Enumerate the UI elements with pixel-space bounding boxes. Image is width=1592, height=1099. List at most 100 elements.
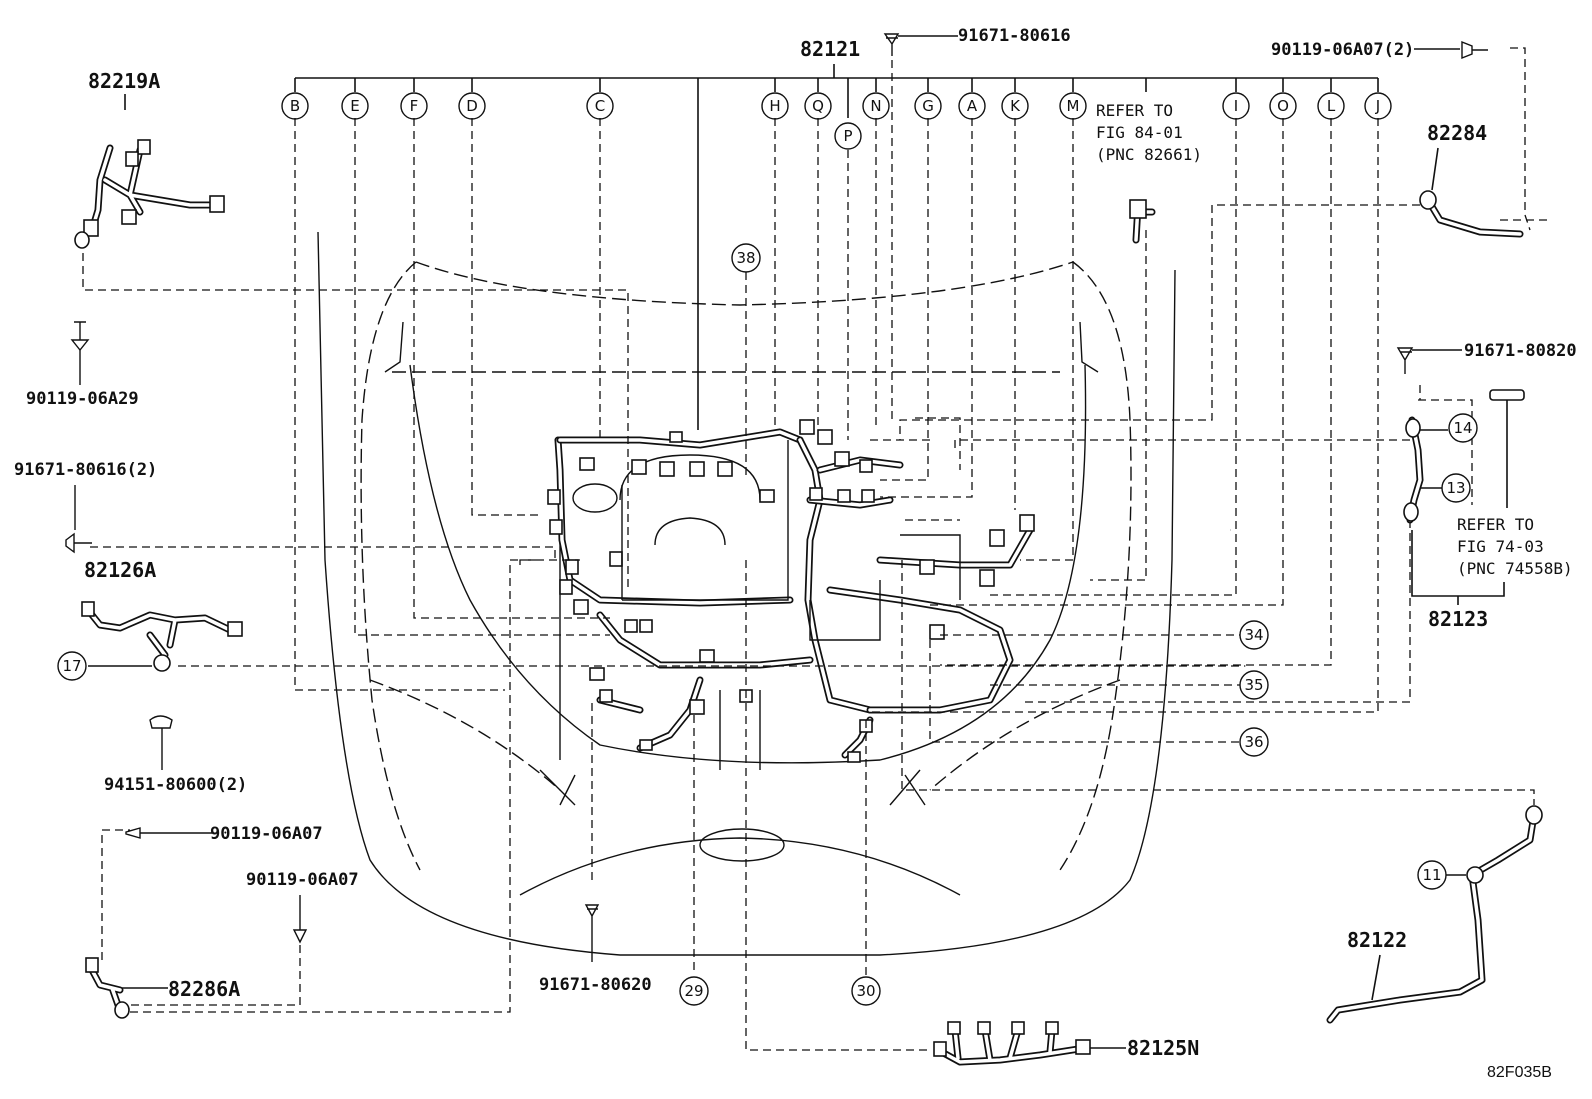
fastener-94151-80600-2: 94151-80600(2) [104,775,247,795]
callout-n: N [862,92,890,120]
harness-82219a: 82219A [74,69,225,249]
callout-f: F [400,92,428,120]
clip-94151-80600: 94151-80600(2) [104,715,247,795]
svg-text:H: H [769,97,780,115]
bolt-91671-80616: 91671-80616 [883,26,1071,420]
svg-text:M: M [1067,97,1080,115]
callout-h: H [761,92,789,120]
callout-g: G [914,92,942,120]
callout-d: D [458,92,486,120]
part-number-82286a: 82286A [168,977,240,1001]
svg-text:34: 34 [1244,626,1263,644]
harness-82286a: 90119-06A07 90119-06A07 82286A [85,824,359,1019]
leader-lines [82,47,1548,1051]
callout-30: 30 [851,976,881,1006]
part-number-82123: 82123 [1428,607,1488,631]
diagram-code: 82F035B [1487,1064,1552,1081]
svg-text:14: 14 [1453,419,1472,437]
svg-text:C: C [595,97,605,115]
svg-text:38: 38 [736,249,755,267]
part-number-82122: 82122 [1347,928,1407,952]
main-harness-82121 [547,419,1035,770]
svg-text:29: 29 [684,982,703,1000]
callout-l: L [1317,92,1345,120]
svg-text:O: O [1277,97,1289,115]
part-number-82284: 82284 [1427,121,1487,145]
harness-82122: 82122 [1326,805,1543,1024]
svg-text:30: 30 [856,982,875,1000]
svg-text:J: J [1375,97,1380,115]
part-number-82126a: 82126A [84,558,156,582]
callout-o: O [1269,92,1297,120]
ref-top-line-1: REFER TO [1096,101,1173,120]
callout-i: I [1222,92,1250,120]
svg-text:K: K [1010,97,1021,115]
ref-right-line-1: REFER TO [1457,515,1534,534]
fastener-91671-80616-2: 91671-80616(2) [14,460,157,480]
svg-text:A: A [967,97,978,115]
callout-a: A [958,92,986,120]
svg-text:36: 36 [1244,733,1263,751]
harness-82125n: 82125N [933,1021,1199,1066]
callout-14: 14 [1448,413,1478,443]
ref-right-line-2: FIG 74-03 [1457,537,1544,556]
callout-34: 34 [1239,620,1269,650]
callout-b: B [281,92,309,120]
harness-82126a: 82126A [81,558,243,672]
part-number-82219a: 82219A [88,69,160,93]
fastener-91671-80616: 91671-80616 [958,26,1071,46]
svg-text:I: I [1234,97,1238,115]
callout-11: 11 [1417,860,1447,890]
callout-c: C [586,92,614,120]
svg-text:17: 17 [62,657,81,675]
svg-text:N: N [870,97,881,115]
callout-29: 29 [679,976,709,1006]
number-callouts: 38 14 13 17 34 35 36 11 29 30 [57,243,1478,1006]
callout-35: 35 [1239,670,1269,700]
callout-q: Q [804,92,832,120]
part-number-82125n: 82125N [1127,1036,1199,1060]
callout-38: 38 [731,243,761,273]
bolt-90119-06a29: 90119-06A29 [26,321,139,409]
fastener-90119-06a07-b: 90119-06A07 [246,870,359,890]
svg-text:B: B [290,97,300,115]
letter-callouts: B E F D C H Q PN G A K M I O L J [281,92,1392,150]
bolt-91671-80820: 91671-80820 [1396,341,1577,374]
callout-e: E [341,92,369,120]
svg-text:E: E [350,97,359,115]
callout-p: P [834,122,862,150]
svg-text:13: 13 [1446,479,1465,497]
ref-top-line-3: (PNC 82661) [1096,145,1202,164]
svg-text:Q: Q [812,97,824,115]
bolt-90119-06a07-2: 90119-06A07(2) [1271,40,1488,60]
vehicle-body-outline [317,231,1176,956]
callout-j: J [1364,92,1392,120]
svg-text:35: 35 [1244,676,1263,694]
ref-fig-84-01: REFER TO FIG 84-01 (PNC 82661) [1096,101,1202,244]
callout-k: K [1001,92,1029,120]
callout-36: 36 [1239,727,1269,757]
svg-text:G: G [922,97,934,115]
fastener-91671-80620: 91671-80620 [539,975,652,995]
bolt-91671-80616-2: 91671-80616(2) [14,460,157,554]
callout-17: 17 [57,651,87,681]
callout-bracket-82121: 82121 [294,37,1379,430]
ref-top-line-2: FIG 84-01 [1096,123,1183,142]
bolt-91671-80620: 91671-80620 [539,904,652,995]
svg-text:F: F [410,97,419,115]
callout-13: 13 [1441,473,1471,503]
fastener-91671-80820: 91671-80820 [1464,341,1577,361]
harness-82123: REFER TO FIG 74-03 (PNC 74558B) 82123 [1403,389,1573,631]
fastener-90119-06a07-2: 90119-06A07(2) [1271,40,1414,60]
fastener-90119-06a29: 90119-06A29 [26,389,139,409]
fastener-90119-06a07-a: 90119-06A07 [210,824,323,844]
svg-text:P: P [843,127,852,145]
ref-right-line-3: (PNC 74558B) [1457,559,1573,578]
svg-text:11: 11 [1422,866,1441,884]
svg-text:L: L [1327,97,1336,115]
callout-m: M [1059,92,1087,120]
svg-text:D: D [466,97,478,115]
part-number-82121: 82121 [800,37,860,61]
harness-82284: 82284 [1419,121,1524,238]
